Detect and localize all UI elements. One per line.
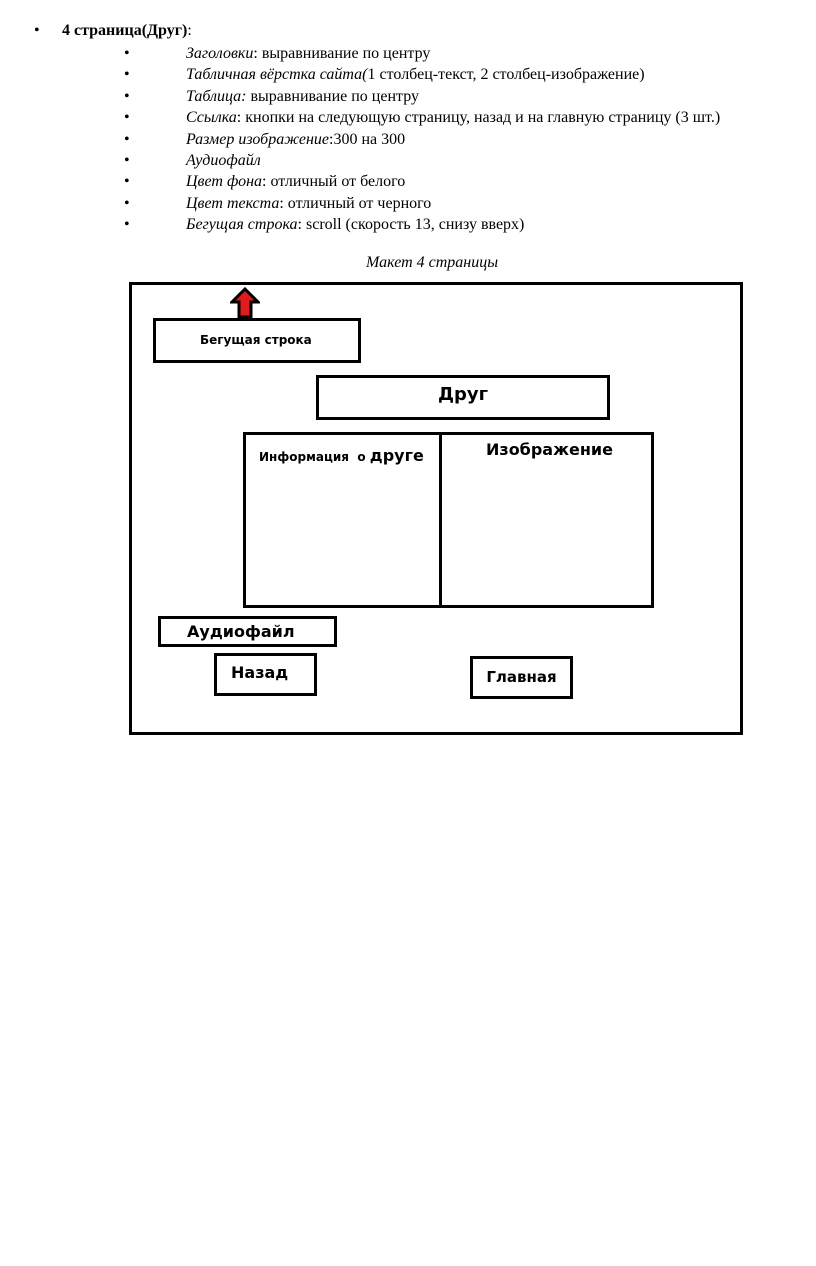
bullet-icon: • bbox=[124, 194, 130, 212]
requirement-term: Цвет фона bbox=[186, 173, 263, 191]
bullet-icon: • bbox=[124, 173, 130, 191]
requirement-term: Таблица: bbox=[186, 87, 247, 105]
bullet-icon: • bbox=[124, 45, 130, 62]
bullet-icon: • bbox=[124, 109, 130, 127]
requirement-value: выравнивание по центру bbox=[250, 87, 419, 105]
requirement-value: выравнивание по центру bbox=[261, 45, 431, 62]
requirement-term: Ссылка bbox=[186, 109, 237, 127]
audio-placeholder: Аудиофайл bbox=[158, 616, 337, 647]
title-placeholder: Друг bbox=[316, 375, 610, 420]
table-column-divider bbox=[439, 435, 442, 605]
requirement-value: 300 на 300 bbox=[333, 130, 406, 148]
requirement-term: Аудиофайл bbox=[186, 151, 261, 169]
requirement-term: Цвет текста bbox=[186, 194, 280, 212]
requirement-term: Размер изображение bbox=[186, 130, 329, 148]
page-mockup-frame: Бегущая строка Друг Информация о друге И… bbox=[129, 282, 743, 735]
marquee-placeholder: Бегущая строка bbox=[153, 318, 361, 363]
home-button-placeholder: Главная bbox=[470, 656, 573, 699]
requirement-value: 1 столбец-текст, 2 столбец-изображение) bbox=[367, 66, 645, 84]
bullet-icon: • bbox=[124, 216, 130, 234]
page-heading: 4 страница(Друг): bbox=[62, 22, 192, 39]
back-button-placeholder: Назад bbox=[214, 653, 317, 696]
requirement-value: отличный от черного bbox=[287, 194, 432, 212]
image-cell-label: Изображение bbox=[486, 440, 613, 459]
requirement-term: Табличная вёрстка сайта( bbox=[186, 66, 368, 84]
bullet-icon: • bbox=[34, 22, 40, 39]
bullet-icon: • bbox=[124, 151, 130, 169]
bullet-icon: • bbox=[124, 66, 130, 84]
requirement-value: отличный от белого bbox=[270, 173, 406, 191]
mockup-caption: Макет 4 страницы bbox=[366, 254, 499, 271]
requirement-value: кнопки на следующую страницу, назад и на… bbox=[245, 109, 721, 127]
requirement-value: scroll (скорость 13, снизу вверх) bbox=[306, 216, 525, 234]
arrow-up-icon bbox=[230, 287, 260, 319]
bullet-icon: • bbox=[124, 87, 130, 105]
requirement-term: Бегущая строка bbox=[186, 216, 298, 234]
info-cell-label: Информация о друге bbox=[259, 446, 424, 465]
requirement-term: Заголовки bbox=[186, 45, 254, 62]
table-placeholder: Информация о друге Изображение bbox=[243, 432, 654, 608]
bullet-icon: • bbox=[124, 130, 130, 148]
